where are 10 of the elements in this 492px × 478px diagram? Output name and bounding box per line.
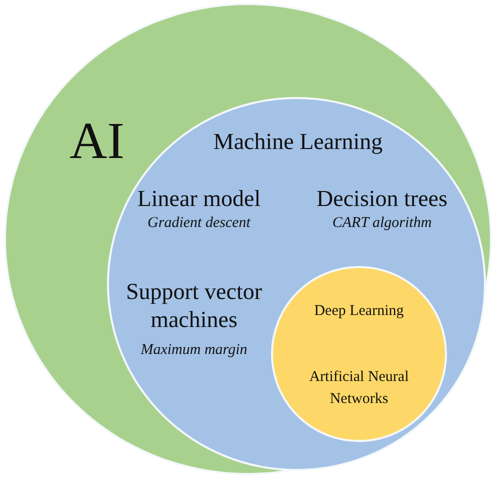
topic-label: Linear model — [136, 185, 262, 213]
circle-title: AI — [68, 112, 126, 172]
example-text: CART algorithm — [331, 214, 433, 232]
example-text: Maximum margin — [140, 341, 248, 359]
circle-title: Deep Learning — [313, 302, 405, 320]
circle-title: Machine Learning — [212, 128, 384, 156]
example-text: Gradient descent — [146, 214, 252, 232]
topic-label: Support vector machines — [124, 278, 264, 334]
topic-label: Artificial Neural Networks — [308, 368, 410, 409]
topic-label: Decision trees — [316, 185, 448, 213]
